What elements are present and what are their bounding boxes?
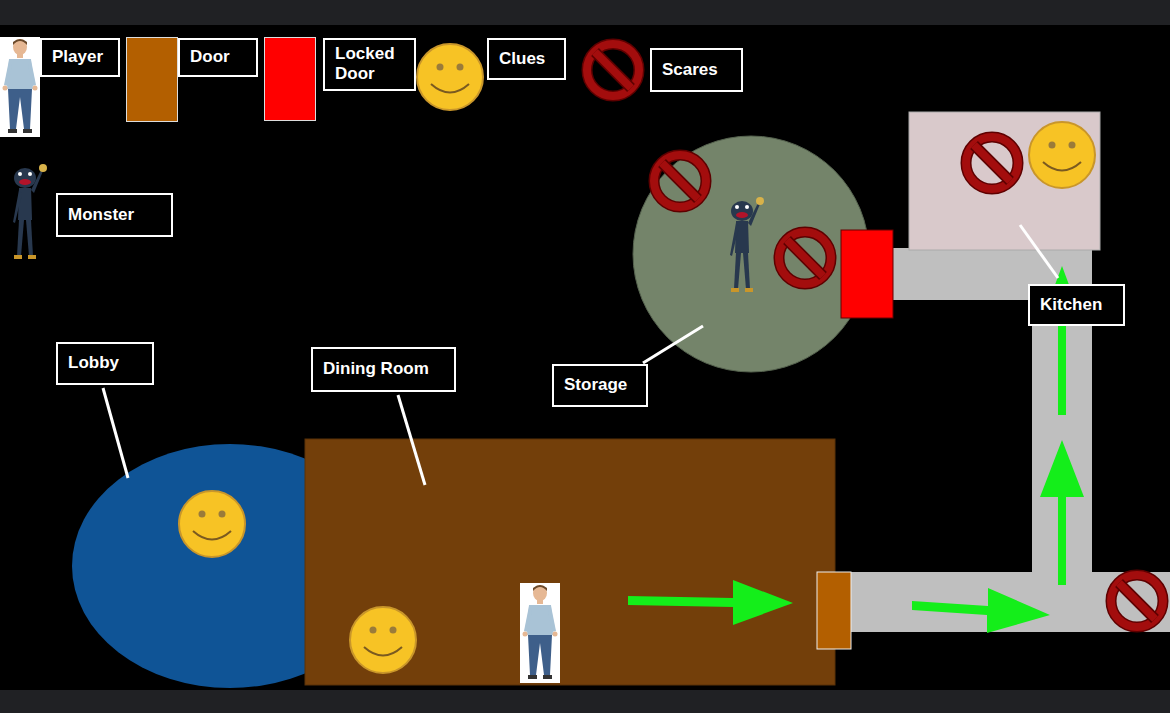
room-label: Dining Room (311, 347, 456, 392)
monster-sample (13, 164, 47, 259)
dining-room (305, 439, 835, 685)
clue (1029, 122, 1095, 188)
room-label-text: Storage (564, 375, 627, 395)
legend-text: Player (52, 47, 103, 67)
path-arrow (1040, 440, 1084, 585)
clue (179, 491, 245, 557)
corridor (851, 572, 1170, 632)
player (520, 583, 560, 683)
door (817, 572, 851, 649)
path-arrow (628, 580, 793, 625)
room-label: Storage (552, 364, 648, 407)
room-label: Kitchen (1028, 284, 1125, 326)
leader-line (103, 388, 128, 478)
room-label-text: Dining Room (323, 359, 429, 379)
legend-text: Monster (68, 205, 134, 225)
player-sample (0, 37, 40, 137)
storage-room (633, 136, 869, 372)
clue-sample (417, 44, 483, 110)
path-arrow (912, 588, 1050, 633)
legend-text: Door (190, 47, 230, 67)
room-label-text: Lobby (68, 353, 119, 373)
legend-label: Clues (487, 38, 566, 80)
leader-line (1020, 225, 1058, 278)
kitchen-room (909, 112, 1100, 250)
scare (966, 137, 1018, 189)
scare (1111, 575, 1163, 627)
monster (730, 197, 764, 292)
legend-label: Door (178, 38, 258, 77)
legend-text: Locked Door (335, 44, 404, 85)
scare (779, 232, 831, 284)
bottom-bar (0, 690, 1170, 713)
scare-sample (587, 44, 639, 96)
top-bar (0, 0, 1170, 25)
clue (350, 607, 416, 673)
scare (654, 155, 706, 207)
legend-label: Monster (56, 193, 173, 237)
leader-line (398, 395, 425, 485)
legend-label: Scares (650, 48, 743, 92)
legend-swatch (264, 37, 316, 121)
leader-line (643, 326, 703, 363)
room-label-text: Kitchen (1040, 295, 1102, 315)
legend-text: Scares (662, 60, 718, 80)
legend-swatch (126, 37, 178, 122)
legend-label: Player (40, 38, 120, 77)
legend-label: Locked Door (323, 38, 416, 91)
room-label: Lobby (56, 342, 154, 385)
legend-text: Clues (499, 49, 545, 69)
locked-door (841, 230, 893, 318)
